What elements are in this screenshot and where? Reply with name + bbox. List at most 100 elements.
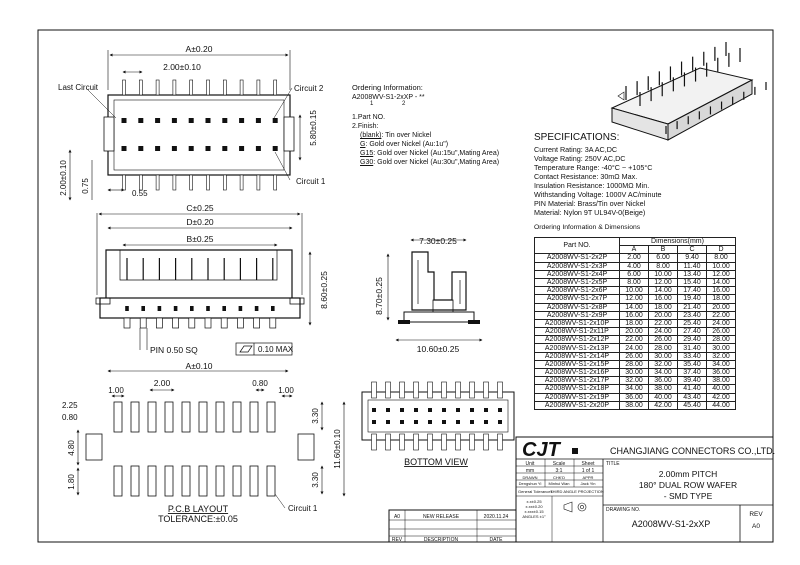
front-window [173,306,178,311]
front-window [254,306,259,311]
dimension-cell: 36.00 [706,367,736,378]
bottom-contact [414,408,418,412]
top-lead [189,79,193,96]
title-line-1: 2.00mm PITCH [659,469,718,479]
bottom-lead [413,381,419,399]
dimension-cell: 34.00 [619,384,649,394]
front-tail [188,317,196,329]
title-line-2: 180° DUAL ROW WAFER [639,480,737,490]
dimension-cell: 8.00 [706,253,736,263]
front-tail [156,317,163,329]
pcb-pad [198,401,208,433]
top-height-label: 5.80±0.15 [309,110,318,146]
pcb-pad [181,465,191,497]
front-base [99,297,301,319]
rev-value: A0 [752,523,760,530]
company-logo: CJT [522,439,562,461]
dimension-cell: 11.40 [677,261,707,271]
sheet-label: Sheet [581,461,595,467]
bottom-contact [428,408,432,412]
bottom-contact [470,408,474,412]
dimension-cell: 39.40 [677,376,707,386]
bottom-contact [442,408,446,412]
dimension-cell: 30.00 [706,343,736,353]
top-contact [121,146,127,151]
bottom-lead [385,433,391,451]
part-number-cell: A2008WV-S1-2x19P [534,392,620,402]
dimension-cell: 12.00 [619,294,649,304]
top-contact [222,146,228,151]
finish-g15: G15: Gold over Nickel (Au:15u",Mating Ar… [360,150,499,158]
dimension-cell: 30.00 [648,351,678,361]
bottom-contact [372,420,376,424]
tol-line-4: ANGLES ±1° [522,514,546,519]
side-width-label: 7.30±0.25 [419,236,457,246]
pcb-pad [215,465,225,497]
top-lead [256,79,261,96]
top-contact [239,118,245,123]
finish-blank: (blank): Tin over Nickel [360,132,431,140]
checked-by: Minhui Wan [549,481,570,486]
dimension-cell: 22.00 [648,318,678,329]
bottom-lead [483,381,489,399]
top-lead [122,174,126,191]
top-lead [189,174,193,191]
finish-g: G: Gold over Nickel (Au:1u") [360,141,448,149]
drawn-label: DRAWN [523,475,538,480]
pcb-d225: 2.25 [62,401,78,410]
side-housing [411,251,467,311]
title-label: TITLE [606,461,620,467]
pcb-dim-a: A±0.10 [186,361,213,371]
side-height-label: 8.70±0.25 [374,277,384,315]
dimension-cell: 15.40 [677,277,707,288]
part-number-cell: A2008WV-S1-2x10P [534,318,620,329]
dimension-cell: 36.00 [648,376,678,386]
part-number-cell: A2008WV-S1-2x9P [534,310,620,320]
bottom-lead [455,381,461,399]
bottom-lead [497,433,503,451]
dimension-cell: 16.00 [706,286,736,296]
dimension-cell: 9.40 [677,253,707,263]
rev-label: REV [749,511,763,518]
front-window [206,306,210,311]
dimension-cell: 14.00 [706,277,736,288]
dimension-cell: 24.00 [619,343,649,353]
ordering-code: A2008WV-S1-2xXP - ** [352,94,425,101]
bottom-contact [372,408,376,412]
pcb-pad [147,465,157,497]
dimension-cell: 42.00 [706,392,736,402]
bottom-contact [470,420,474,424]
bottom-contact [414,420,418,424]
top-contact [255,146,261,151]
bottom-lead [441,381,447,399]
dimension-cell: 21.40 [677,302,707,312]
top-contact [222,118,228,123]
finish-g30: G30: Gold over Nickel (Au:30u",Mating Ar… [360,159,499,167]
bottom-view [361,381,515,451]
finish-blank-code: (blank) [360,132,382,139]
top-lead [206,174,210,191]
bottom-lead [399,381,405,399]
revision-date-header: DATE [490,537,504,543]
dimension-cell: 40.00 [648,392,678,402]
pcb-pad [164,401,174,433]
front-view [95,212,312,356]
pcb-d100b: 1.00 [278,386,294,395]
top-lead [239,79,244,96]
part-number-cell: A2008WV-S1-2x15P [534,359,620,370]
part-number-cell: A2008WV-S1-2x20P [534,400,620,410]
finish-g15-code: G15 [360,150,374,157]
pcb-pad [113,401,123,433]
bottom-lead [469,433,475,451]
finish-blank-desc: : Tin over Nickel [381,132,432,139]
col-header-c: C [677,245,707,255]
front-tail [139,317,147,329]
iso-pins [625,42,767,134]
unit-value: mm [526,468,534,474]
dimension-cell: 37.40 [677,367,707,378]
dim-b-label: B±0.25 [187,234,214,244]
spec-line: Contact Resistance: 30mΩ Max. [534,172,638,181]
